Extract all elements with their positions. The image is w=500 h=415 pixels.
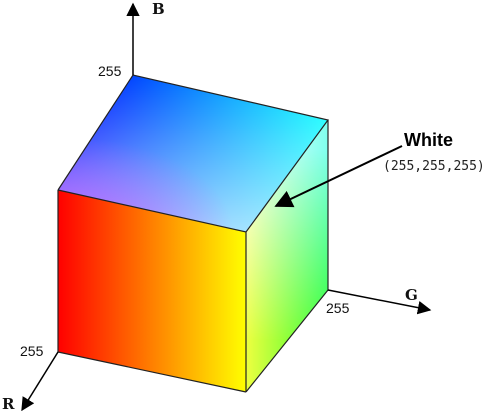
g-axis-tick-255: 255 bbox=[326, 300, 350, 316]
callout-value: (255,255,255) bbox=[383, 159, 485, 174]
cube-edges bbox=[57, 74, 330, 393]
r-axis-label: R bbox=[2, 395, 15, 413]
cube-top-face bbox=[58, 75, 328, 232]
g-axis bbox=[327, 289, 432, 315]
b-axis-tick-255: 255 bbox=[98, 63, 122, 79]
r-axis bbox=[21, 351, 59, 412]
b-axis-label: B bbox=[152, 0, 165, 18]
white-callout: White (255,255,255) bbox=[274, 130, 485, 208]
cube-right-face bbox=[246, 120, 328, 392]
r-axis-tick-255: 255 bbox=[20, 343, 44, 359]
callout-arrow bbox=[274, 145, 403, 208]
cube-front-face bbox=[58, 190, 246, 392]
g-axis-label: G bbox=[405, 286, 418, 304]
callout-title: White bbox=[404, 130, 453, 150]
